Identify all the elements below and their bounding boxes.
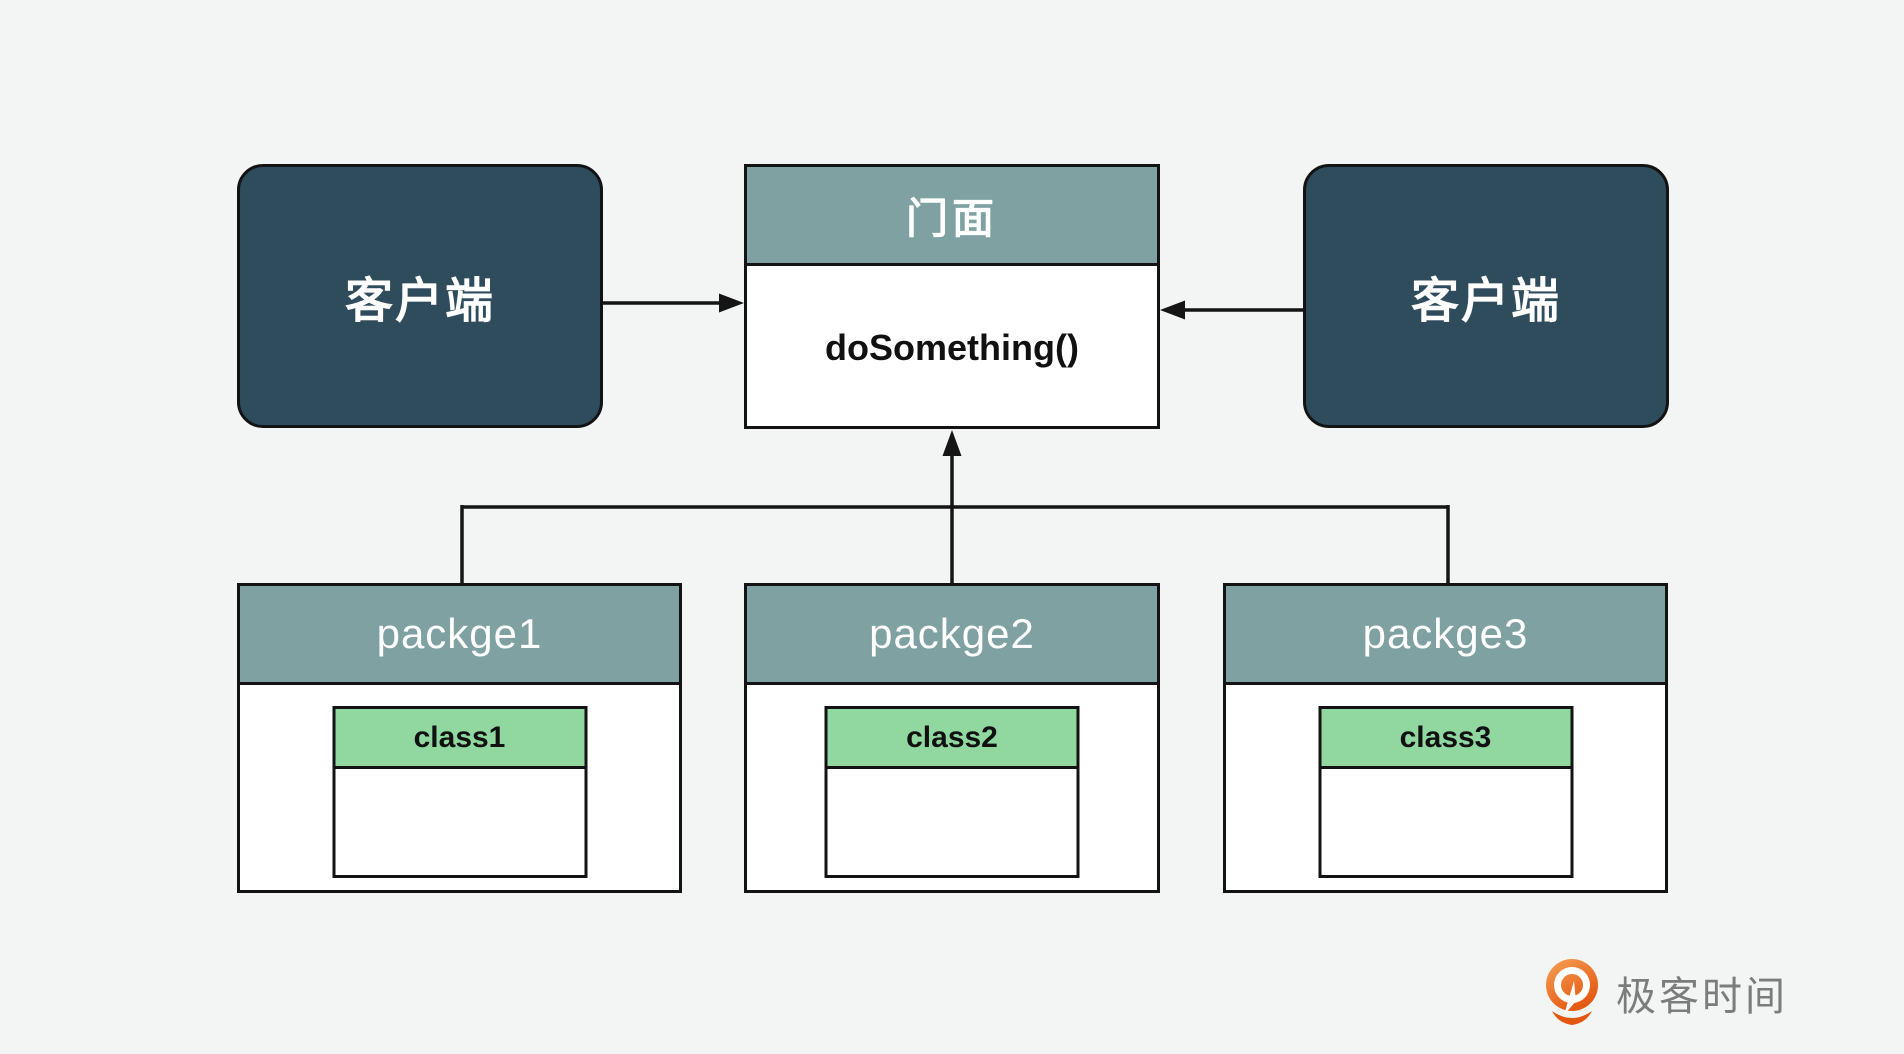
class-1-label: class1 (413, 720, 506, 754)
package-2-header: packge2 (747, 586, 1157, 685)
arrowhead-left-icon (1160, 300, 1185, 320)
facade-header: 门面 (747, 167, 1157, 266)
facade-box: 门面 doSomething() (744, 164, 1160, 429)
package-2-body: class2 (747, 685, 1157, 893)
facade-title: 门面 (905, 194, 998, 242)
class-box-1: class1 (332, 706, 587, 878)
facade-body: doSomething() (747, 266, 1157, 429)
geektime-logo-icon (1546, 959, 1598, 1025)
package-box-1: packge1 class1 (237, 583, 682, 893)
class-1-header: class1 (335, 709, 584, 769)
class-box-3: class3 (1318, 706, 1573, 878)
client-left-label: 客户端 (344, 275, 495, 328)
class-2-label: class2 (906, 720, 998, 754)
class-3-header: class3 (1321, 709, 1570, 769)
package-3-header: packge3 (1226, 586, 1665, 685)
class-box-2: class2 (824, 706, 1080, 878)
class-3-label: class3 (1399, 720, 1492, 754)
package-1-title: packge1 (376, 610, 543, 657)
package-2-title: packge2 (869, 610, 1035, 657)
arrowhead-right-icon (719, 293, 744, 313)
client-right-label: 客户端 (1410, 275, 1561, 328)
package-3-title: packge3 (1362, 610, 1529, 657)
geektime-logo-text: 极客时间 (1616, 975, 1788, 1019)
arrowhead-up-icon (942, 430, 962, 456)
package-1-header: packge1 (240, 586, 679, 685)
client-box-right: 客户端 (1303, 164, 1669, 428)
facade-method-label: doSomething() (825, 326, 1079, 368)
package-box-3: packge3 class3 (1223, 583, 1668, 893)
package-3-body: class3 (1226, 685, 1665, 893)
client-box-left: 客户端 (237, 164, 603, 428)
class-2-header: class2 (827, 709, 1077, 769)
geektime-branding: 极客时间 (1540, 955, 1810, 1031)
package-box-2: packge2 class2 (744, 583, 1160, 893)
package-1-body: class1 (240, 685, 679, 893)
